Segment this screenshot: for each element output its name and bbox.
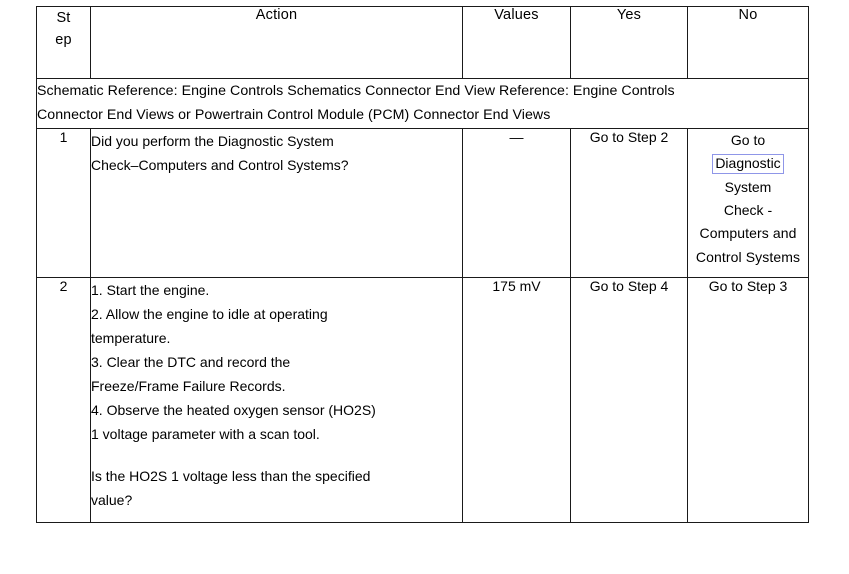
action-line: 1 voltage parameter with a scan tool. <box>91 426 320 443</box>
action-line: Is the HO2S 1 voltage less than the spec… <box>91 468 371 485</box>
step-number-2: 2 <box>36 276 91 523</box>
action-line: Freeze/Frame Failure Records. <box>91 378 286 395</box>
step-number-1: 1 <box>36 127 91 278</box>
action-line-spacer <box>91 446 462 464</box>
column-header-action: Action <box>90 6 463 79</box>
schematic-reference-row: Schematic Reference: Engine Controls Sch… <box>36 78 809 129</box>
values-dash: — <box>509 128 524 145</box>
diagnostic-procedure-table: St ep Action Values Yes No Schematic Ref… <box>36 6 809 523</box>
action-line: Did you perform the Diagnostic System <box>91 132 334 149</box>
column-header-step-line2: ep <box>55 32 72 49</box>
column-header-values: Values <box>462 6 571 79</box>
schematic-reference-line1: Schematic Reference: Engine Controls Sch… <box>37 83 675 99</box>
action-cell-step-1: Did you perform the Diagnostic System Ch… <box>90 127 463 278</box>
no-cell-step-1: Go to Diagnostic System Check - Computer… <box>687 127 809 278</box>
action-cell-step-2: 1. Start the engine. 2. Allow the engine… <box>90 276 463 523</box>
no-line: Control Systems <box>695 248 801 265</box>
no-line: System <box>724 178 772 195</box>
action-line: 2. Allow the engine to idle at operating <box>91 305 328 322</box>
table-row: 2 1. Start the engine. 2. Allow the engi… <box>36 276 809 523</box>
column-header-yes: Yes <box>570 6 688 79</box>
no-line-highlighted: Diagnostic <box>688 152 808 175</box>
schematic-reference-line2: Connector End Views or Powertrain Contro… <box>37 107 551 124</box>
no-line: Computers and <box>699 225 797 242</box>
action-line: 1. Start the engine. <box>91 281 210 298</box>
table-header-row: St ep Action Values Yes No <box>36 6 809 79</box>
column-header-step-line1: St <box>56 10 71 26</box>
action-line: Check–Computers and Control Systems? <box>91 156 349 173</box>
action-line: 4. Observe the heated oxygen sensor (HO2… <box>91 402 376 419</box>
values-cell-step-2: 175 mV <box>462 276 571 523</box>
no-cell-step-2: Go to Step 3 <box>687 276 809 523</box>
diagnostic-highlight-box[interactable]: Diagnostic <box>712 154 784 174</box>
no-reference-stack: Go to Diagnostic System Check - Computer… <box>688 129 808 269</box>
values-cell-step-1: — <box>462 127 571 278</box>
table-row: 1 Did you perform the Diagnostic System … <box>36 127 809 278</box>
column-header-step: St ep <box>36 6 91 79</box>
yes-cell-step-1: Go to Step 2 <box>570 127 688 278</box>
no-line: Check - <box>723 201 773 218</box>
action-line: 3. Clear the DTC and record the <box>91 354 291 371</box>
column-header-no: No <box>687 6 809 79</box>
yes-cell-step-2: Go to Step 4 <box>570 276 688 523</box>
action-line: value? <box>91 492 133 509</box>
action-line: temperature. <box>91 330 171 346</box>
schematic-reference-note: Schematic Reference: Engine Controls Sch… <box>36 78 809 129</box>
no-line: Go to <box>730 131 766 148</box>
